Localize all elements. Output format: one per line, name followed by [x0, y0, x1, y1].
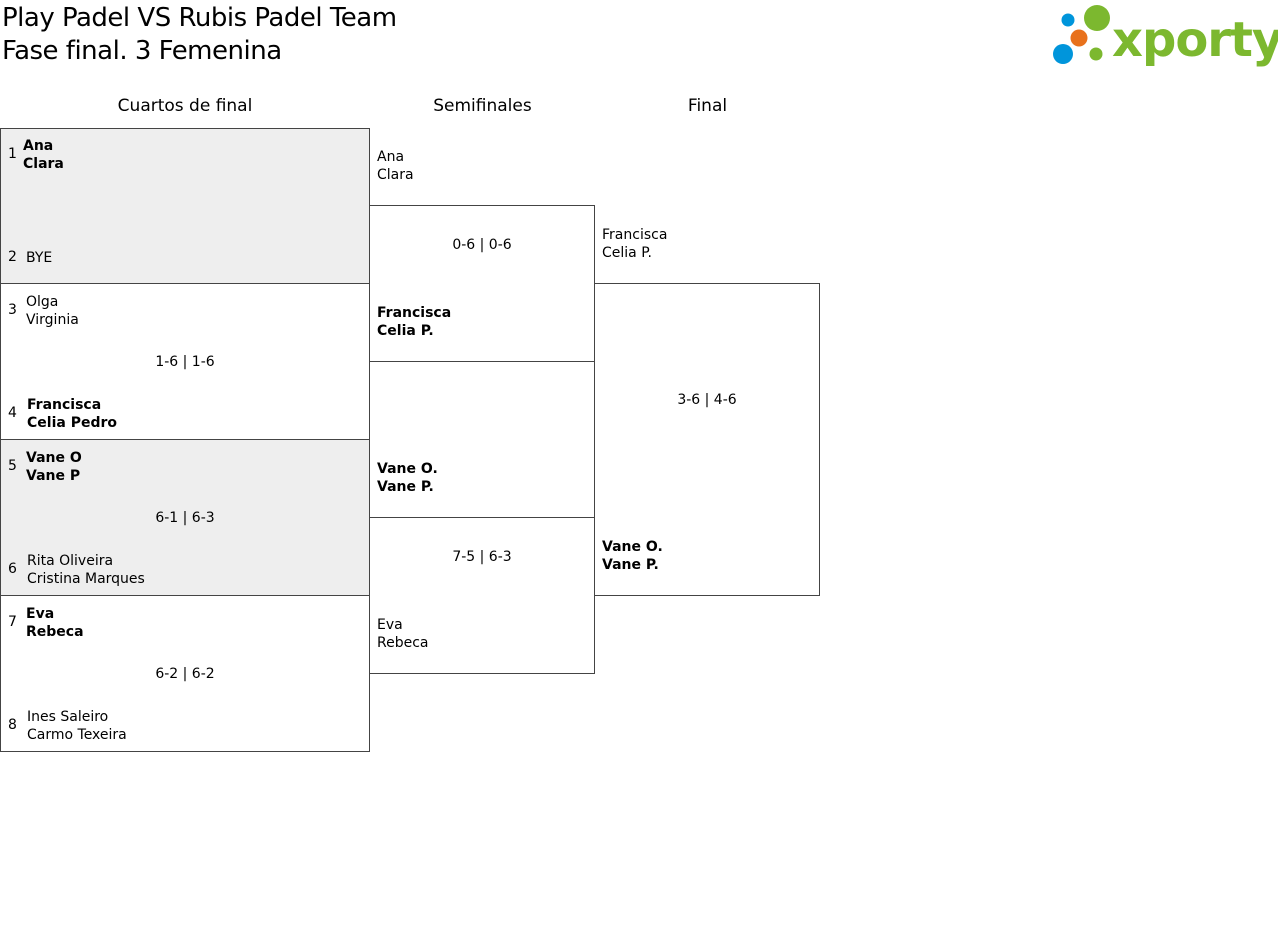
final-match: 3-6 | 4-6 Vane O. Vane P.	[594, 283, 820, 596]
page-title: Play Padel VS Rubis Padel Team Fase fina…	[2, 2, 397, 68]
match-score: 6-2 | 6-2	[155, 666, 215, 682]
seed-number: 1	[8, 146, 17, 162]
logo-dot-green-large	[1084, 5, 1110, 31]
team-entry: Rita Oliveira Cristina Marques	[27, 553, 145, 587]
quarterfinal-match-4: 7 Eva Rebeca 6-2 | 6-2 8 Ines Saleiro Ca…	[0, 595, 370, 752]
semifinal-2-top-team: Vane O. Vane P.	[377, 461, 438, 495]
match-score: 7-5 | 6-3	[452, 549, 512, 565]
round-header-semifinals: Semifinales	[433, 96, 532, 116]
xporty-logo: xporty	[1053, 5, 1278, 68]
round-header-quarterfinals: Cuartos de final	[117, 96, 253, 116]
round-header-final: Final	[687, 96, 728, 116]
match-score: 1-6 | 1-6	[155, 354, 215, 370]
semifinal-2-bottom-team: Eva Rebeca	[377, 617, 429, 651]
team-entry: Ines Saleiro Carmo Texeira	[27, 709, 127, 743]
seed-number: 4	[8, 405, 17, 421]
quarterfinal-match-1: 1 Ana Clara 2 BYE	[0, 128, 370, 284]
seed-number: 5	[8, 458, 17, 474]
team-entry: Eva Rebeca	[26, 606, 84, 640]
semifinal-1-top-team: Ana Clara	[377, 149, 414, 183]
seed-number: 8	[8, 717, 17, 733]
quarterfinal-match-2: 3 Olga Virginia 1-6 | 1-6 4 Francisca Ce…	[0, 283, 370, 440]
semifinal-match-2: 7-5 | 6-3 Eva Rebeca	[369, 517, 595, 674]
seed-number: 7	[8, 614, 17, 630]
final-bottom-team: Vane O. Vane P.	[602, 539, 663, 573]
seed-number: 6	[8, 561, 17, 577]
team-entry: Ana Clara	[23, 138, 64, 172]
logo-dot-green-small	[1089, 47, 1103, 61]
logo-dot-orange	[1070, 29, 1088, 47]
team-entry: Francisca Celia Pedro	[27, 397, 117, 431]
match-score: 0-6 | 0-6	[452, 237, 512, 253]
logo-dot-blue-small	[1061, 13, 1075, 27]
logo-dot-blue-large	[1053, 44, 1073, 64]
match-score: 6-1 | 6-3	[155, 510, 215, 526]
logo-text: xporty	[1112, 12, 1278, 68]
seed-number: 3	[8, 302, 17, 318]
semifinal-1-bottom-team: Francisca Celia P.	[377, 305, 452, 339]
title-phase: Fase final. 3 Femenina	[2, 36, 282, 66]
quarterfinal-match-3: 5 Vane O Vane P 6-1 | 6-3 6 Rita Oliveir…	[0, 439, 370, 596]
title-teams: Play Padel VS Rubis Padel Team	[2, 3, 397, 33]
match-score: 3-6 | 4-6	[677, 392, 737, 408]
team-entry: Vane O Vane P	[26, 450, 82, 484]
team-entry: BYE	[26, 250, 53, 266]
seed-number: 2	[8, 249, 17, 265]
team-entry: Olga Virginia	[26, 294, 79, 328]
final-top-team: Francisca Celia P.	[602, 227, 668, 261]
semifinal-match-1: 0-6 | 0-6 Francisca Celia P.	[369, 205, 595, 362]
